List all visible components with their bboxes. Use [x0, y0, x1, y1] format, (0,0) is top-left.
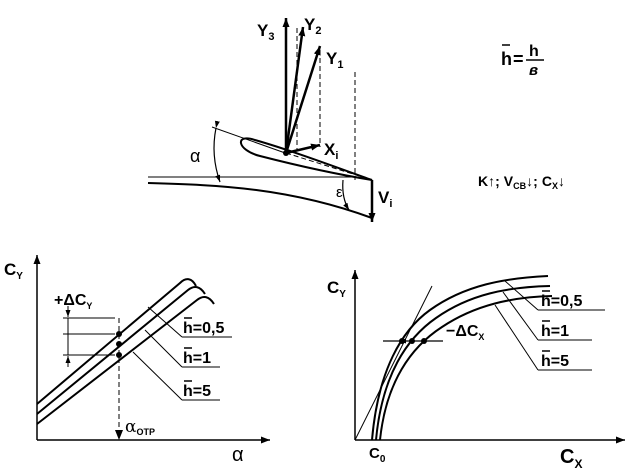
right-leader-h5	[494, 304, 539, 371]
leader-h05	[147, 306, 183, 338]
chord-line	[211, 126, 289, 155]
polar-chart: CY CX C0 −ΔCX h=0,5 h=1 h=5	[327, 270, 625, 468]
xi-label: Xi	[324, 140, 338, 162]
left-x-axis-label: α	[232, 444, 244, 466]
left-label-h05: h=0,5	[183, 320, 224, 337]
alpha-otr-arrowhead	[115, 430, 123, 440]
projection-4	[285, 152, 373, 181]
lift-curve-chart: CY α +ΔCY αОТР h=0,5 h=1 h=5	[4, 255, 270, 466]
y2-label: Y2	[304, 15, 321, 37]
y2-vector	[284, 26, 306, 154]
height-ratio-formula: h = h в	[501, 43, 544, 79]
svg-text:в: в	[529, 62, 538, 79]
leader-h1	[144, 329, 183, 368]
lift-curve-h5	[36, 295, 215, 425]
right-label-h05: h=0,5	[541, 293, 582, 310]
epsilon-arc	[342, 179, 350, 211]
alpha-otr-label: αОТР	[125, 417, 155, 437]
right-y-axis-label: CY	[327, 278, 346, 300]
svg-text:h: h	[529, 43, 539, 60]
delta-cy-label: +ΔCY	[54, 292, 92, 311]
left-y-axis-label: CY	[4, 260, 23, 282]
right-leader-h1	[502, 291, 539, 341]
left-label-h5: h=5	[183, 383, 211, 400]
origin-label: C0	[369, 445, 386, 465]
lift-curve-h1	[36, 285, 206, 415]
svg-text:=: =	[513, 49, 524, 69]
delta-cx-label: −ΔCX	[446, 323, 484, 342]
leader-h5	[132, 351, 183, 401]
pressure-center	[283, 150, 289, 156]
y1-label: Y1	[326, 49, 343, 71]
y1-vector	[284, 45, 322, 154]
polar-h1	[375, 285, 551, 441]
epsilon-angle-label: ε	[336, 184, 343, 201]
right-leader-h05	[504, 280, 539, 311]
polar-h5	[379, 295, 553, 441]
flow-line	[147, 182, 373, 219]
tangent-line	[354, 285, 433, 441]
trend-text: K↑;VСВ↓;CX↓	[478, 173, 565, 191]
lift-curve-h05	[36, 278, 197, 405]
y3-label: Y3	[257, 21, 274, 43]
right-label-h5: h=5	[541, 353, 569, 370]
force-diagram: Y3 Y2 Y1 Xi Vi α ε h = h в K↑;VСВ↓;CX↓	[147, 15, 565, 222]
left-label-h1: h=1	[183, 350, 211, 367]
alpha-arc	[213, 120, 221, 183]
right-label-h1: h=1	[541, 323, 569, 340]
alpha-angle-label: α	[190, 146, 200, 166]
vi-label: Vi	[378, 188, 392, 210]
airfoil	[240, 137, 373, 181]
svg-text:h: h	[501, 49, 512, 69]
right-x-axis-label: CX	[560, 446, 582, 468]
xi-vector	[285, 143, 321, 155]
polar-h05	[371, 275, 549, 441]
